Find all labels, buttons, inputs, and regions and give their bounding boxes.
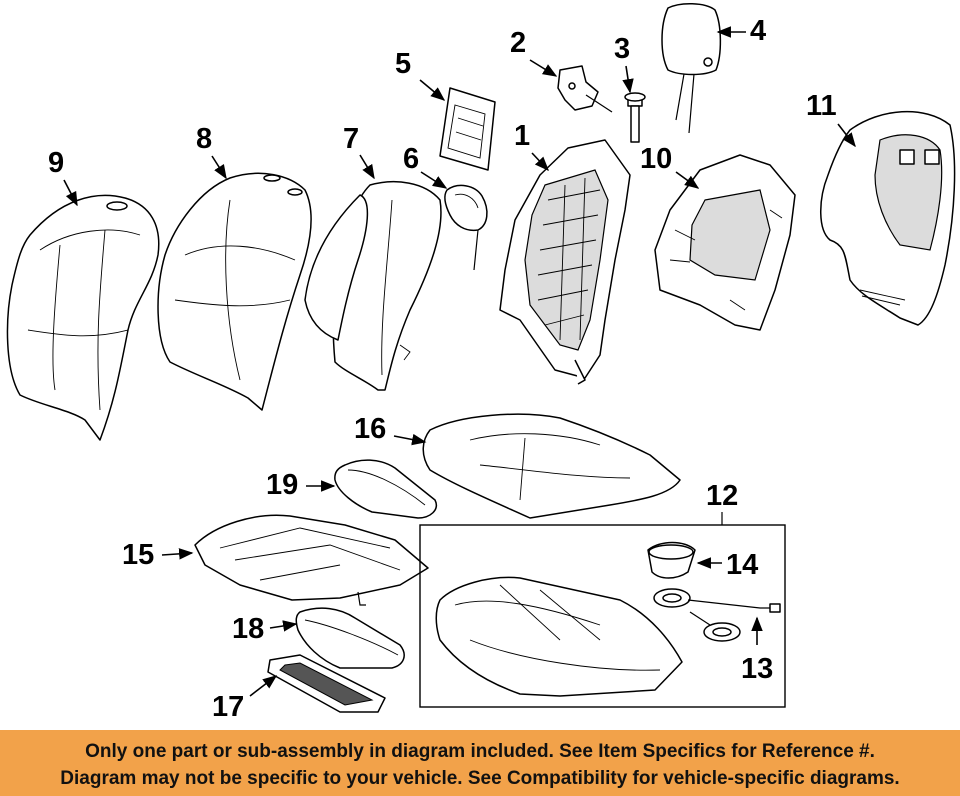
part-number-10: 10 xyxy=(640,143,672,175)
part-number-11: 11 xyxy=(806,90,837,122)
part-number-6: 6 xyxy=(403,143,419,175)
part-1-seatback-frame xyxy=(499,139,631,385)
leader-arrow-7 xyxy=(359,154,375,180)
part-7-backrest-cushion xyxy=(304,181,442,391)
part-number-19: 19 xyxy=(266,469,298,501)
leader-arrow-3 xyxy=(622,65,634,94)
leader-arrow-5 xyxy=(419,79,446,101)
part-8-seatback-cover xyxy=(157,172,312,411)
leader-arrow-15 xyxy=(161,548,194,560)
part-number-1: 1 xyxy=(514,120,530,152)
part-number-14: 14 xyxy=(726,549,758,581)
leader-arrow-10 xyxy=(675,171,700,189)
part-number-13: 13 xyxy=(741,653,773,685)
disclaimer-line-2: Diagram may not be specific to your vehi… xyxy=(60,768,900,789)
seat-parts-diagram: 9 8 7 6 5 2 xyxy=(6,3,956,723)
part-number-12: 12 xyxy=(706,480,738,512)
leader-arrow-11 xyxy=(837,123,856,148)
leader-arrow-1 xyxy=(531,152,549,172)
part-number-17: 17 xyxy=(212,691,244,723)
part-11-rear-panel xyxy=(820,110,956,326)
leader-arrow-9 xyxy=(63,179,78,207)
leader-arrow-2 xyxy=(529,59,558,77)
part-5-back-panel xyxy=(439,87,496,171)
part-number-4: 4 xyxy=(750,15,766,47)
part-2-bracket xyxy=(557,65,613,113)
part-17-lower-panel xyxy=(267,654,386,713)
part-4-headrest xyxy=(661,3,722,134)
part-number-5: 5 xyxy=(395,48,411,80)
part-number-16: 16 xyxy=(354,413,386,445)
leader-arrow-18 xyxy=(269,620,298,632)
part-19-cushion-pad xyxy=(334,459,437,519)
part-number-9: 9 xyxy=(48,147,64,179)
part-number-18: 18 xyxy=(232,613,264,645)
part-9-seatback-cover xyxy=(6,194,160,441)
leader-arrow-8 xyxy=(211,155,227,180)
part-6-lumbar-support xyxy=(444,184,488,271)
disclaimer-banner: Only one part or sub-assembly in diagram… xyxy=(0,730,960,796)
part-number-2: 2 xyxy=(510,27,526,59)
part-3-guide-sleeve xyxy=(624,92,646,143)
part-number-7: 7 xyxy=(343,123,359,155)
leader-arrow-6 xyxy=(420,171,448,189)
disclaimer-line-1: Only one part or sub-assembly in diagram… xyxy=(85,741,875,762)
part-number-15: 15 xyxy=(122,539,154,571)
part-10-rear-frame xyxy=(654,154,796,331)
part-number-3: 3 xyxy=(614,33,630,65)
part-number-8: 8 xyxy=(196,123,212,155)
part-18-front-cushion xyxy=(295,607,405,669)
part-14-cap-ring xyxy=(647,541,696,579)
leader-arrow-16 xyxy=(393,433,427,446)
part-16-seat-cushion-cover xyxy=(422,413,681,519)
part-13-harness xyxy=(653,588,781,642)
part-12-cushion-assembly-box xyxy=(419,524,786,708)
part-15-seat-pan xyxy=(194,514,429,606)
leader-arrow-17 xyxy=(249,675,278,697)
